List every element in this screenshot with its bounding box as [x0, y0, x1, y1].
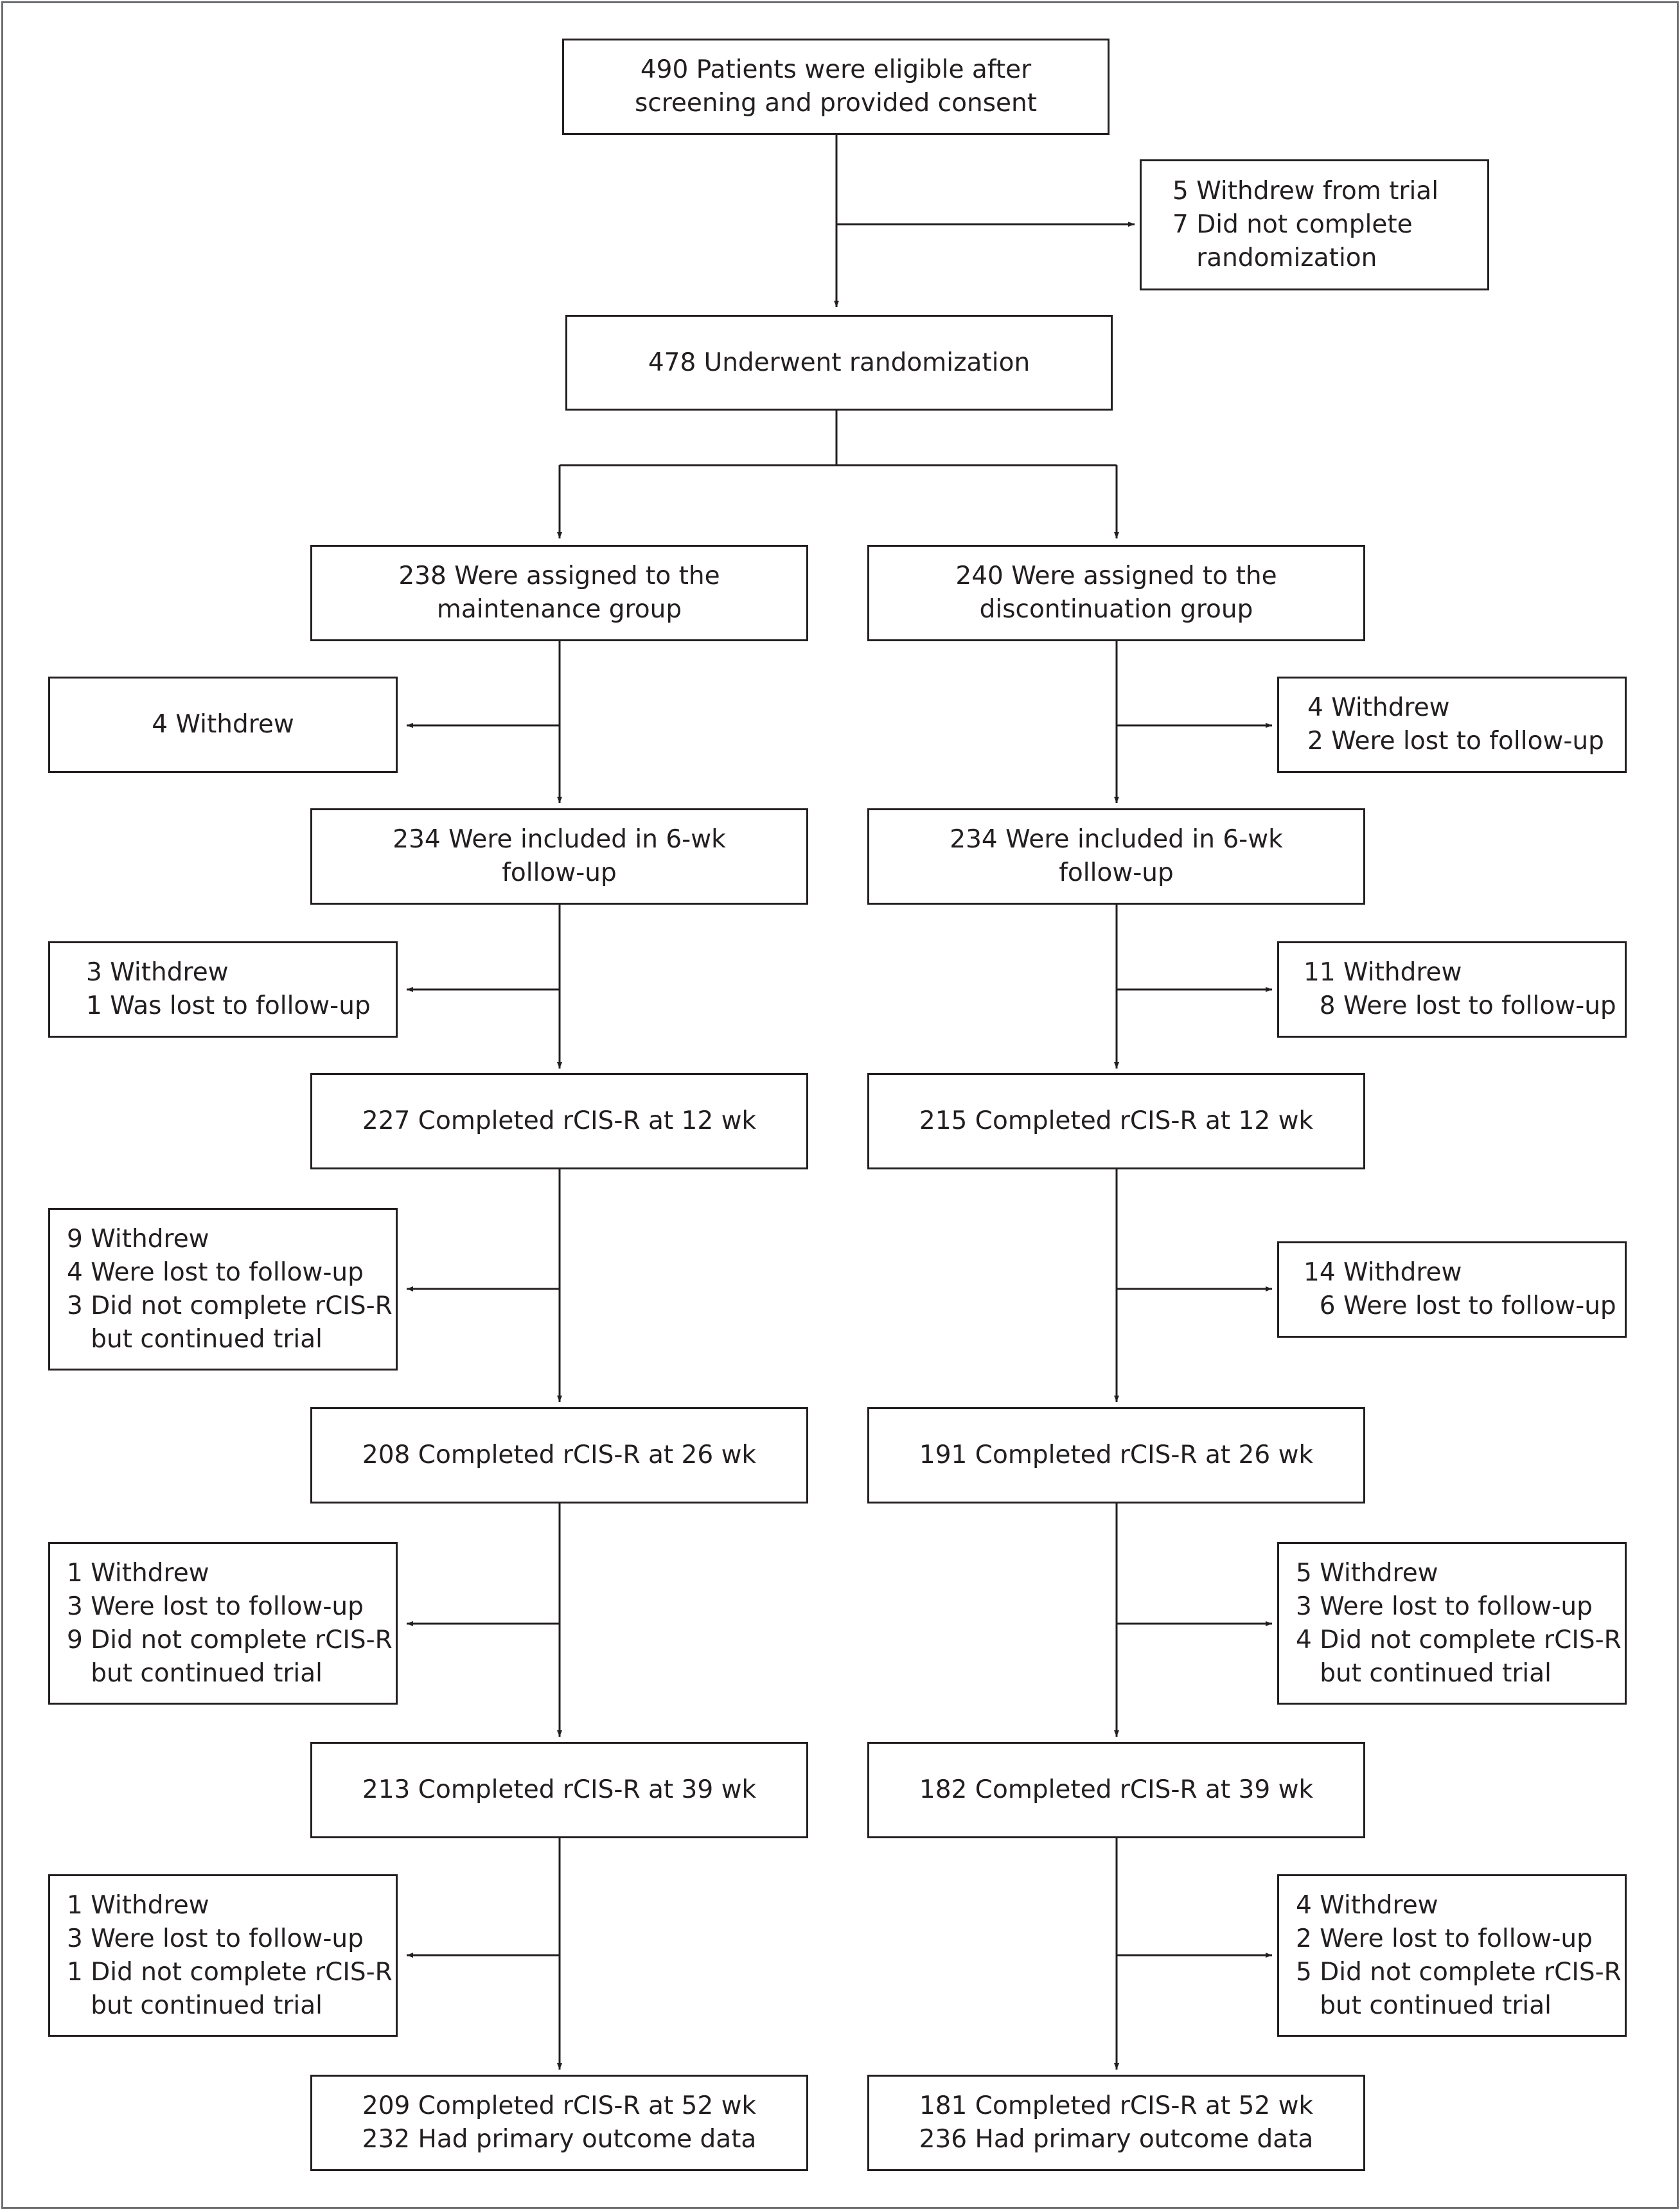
m-excl-4-line-3: 9 Did not complete rCIS-R — [67, 1625, 393, 1655]
m-6wk-line-2: follow-up — [502, 858, 617, 887]
d-6wk-line-1: 234 Were included in 6-wk — [950, 825, 1283, 854]
m-excl-1-line-1: 4 Withdrew — [152, 710, 294, 739]
d-excl-4-line-1: 5 Withdrew — [1296, 1558, 1438, 1588]
m-39wk-line-1: 213 Completed rCIS-R at 39 wk — [362, 1775, 757, 1804]
discontinuation-26wk-box: 191 Completed rCIS-R at 26 wk — [867, 1407, 1365, 1504]
d-excl-1-line-1: 4 Withdrew — [1307, 693, 1450, 722]
d-excl-1-line-2: 2 Were lost to follow-up — [1307, 727, 1604, 756]
d-26wk-line-1: 191 Completed rCIS-R at 26 wk — [919, 1441, 1314, 1469]
d-excl-4-line-4: but continued trial — [1296, 1658, 1552, 1688]
d-excl-5-line-1: 4 Withdrew — [1296, 1890, 1438, 1920]
m-excl-2-line-2: 1 Was lost to follow-up — [86, 991, 371, 1020]
m-6wk-line-1: 234 Were included in 6-wk — [393, 825, 726, 854]
m-excl-5-line-2: 3 Were lost to follow-up — [67, 1924, 364, 1953]
m-excl-4-line-2: 3 Were lost to follow-up — [67, 1592, 364, 1621]
d-6wk-line-2: follow-up — [1059, 858, 1174, 887]
m-excl-4-line-1: 1 Withdrew — [67, 1558, 209, 1588]
d-excl-5-line-4: but continued trial — [1296, 1991, 1552, 2020]
randomized-box: 478 Underwent randomization — [565, 315, 1113, 411]
d-39wk-line-1: 182 Completed rCIS-R at 39 wk — [919, 1775, 1314, 1804]
m-excl-3-line-2: 4 Were lost to follow-up — [67, 1257, 364, 1287]
discontinuation-excluded-3-box: 14 Withdrew 6 Were lost to follow-up — [1277, 1241, 1627, 1338]
d-excl-2-line-2: 8 Were lost to follow-up — [1304, 991, 1616, 1020]
d-assigned-line-1: 240 Were assigned to the — [955, 562, 1277, 590]
m-excl-4-line-4: but continued trial — [67, 1658, 323, 1688]
pre-randomization-exclusion-box: 5 Withdrew from trial 7 Did not complete… — [1140, 159, 1489, 290]
discontinuation-excluded-4-box: 5 Withdrew 3 Were lost to follow-up 4 Di… — [1277, 1542, 1627, 1705]
m-52wk-line-2: 232 Had primary outcome data — [362, 2125, 757, 2154]
maintenance-excluded-3-box: 9 Withdrew 4 Were lost to follow-up 3 Di… — [48, 1208, 398, 1371]
m-excl-5-line-3: 1 Did not complete rCIS-R — [67, 1957, 393, 1987]
maintenance-6wk-box: 234 Were included in 6-wk follow-up — [310, 808, 808, 905]
pre-exclusion-line-1: 5 Withdrew from trial — [1172, 177, 1439, 206]
maintenance-excluded-5-box: 1 Withdrew 3 Were lost to follow-up 1 Di… — [48, 1874, 398, 2037]
m-12wk-line-1: 227 Completed rCIS-R at 12 wk — [362, 1106, 757, 1135]
m-excl-3-line-3: 3 Did not complete rCIS-R — [67, 1291, 393, 1320]
d-excl-3-line-1: 14 Withdrew — [1304, 1258, 1462, 1287]
d-excl-5-line-2: 2 Were lost to follow-up — [1296, 1924, 1593, 1953]
m-assigned-line-1: 238 Were assigned to the — [398, 562, 720, 590]
maintenance-assigned-box: 238 Were assigned to the maintenance gro… — [310, 545, 808, 641]
maintenance-26wk-box: 208 Completed rCIS-R at 26 wk — [310, 1407, 808, 1504]
enrollment-line-2: screening and provided consent — [634, 89, 1038, 118]
maintenance-52wk-box: 209 Completed rCIS-R at 52 wk 232 Had pr… — [310, 2075, 808, 2171]
d-52wk-line-2: 236 Had primary outcome data — [919, 2125, 1314, 2154]
discontinuation-assigned-box: 240 Were assigned to the discontinuation… — [867, 545, 1365, 641]
m-excl-3-line-1: 9 Withdrew — [67, 1224, 209, 1254]
m-excl-5-line-4: but continued trial — [67, 1991, 323, 2020]
discontinuation-excluded-1-box: 4 Withdrew 2 Were lost to follow-up — [1277, 677, 1627, 773]
d-excl-2-line-1: 11 Withdrew — [1304, 958, 1462, 987]
discontinuation-excluded-2-box: 11 Withdrew 8 Were lost to follow-up — [1277, 941, 1627, 1038]
d-12wk-line-1: 215 Completed rCIS-R at 12 wk — [919, 1106, 1314, 1135]
discontinuation-52wk-box: 181 Completed rCIS-R at 52 wk 236 Had pr… — [867, 2075, 1365, 2171]
m-excl-5-line-1: 1 Withdrew — [67, 1890, 209, 1920]
m-26wk-line-1: 208 Completed rCIS-R at 26 wk — [362, 1441, 757, 1469]
d-excl-5-line-3: 5 Did not complete rCIS-R — [1296, 1957, 1622, 1987]
discontinuation-39wk-box: 182 Completed rCIS-R at 39 wk — [867, 1742, 1365, 1838]
d-52wk-line-1: 181 Completed rCIS-R at 52 wk — [919, 2091, 1314, 2120]
enrollment-line-1: 490 Patients were eligible after — [640, 55, 1032, 84]
randomized-line-1: 478 Underwent randomization — [648, 348, 1030, 377]
m-excl-2-line-1: 3 Withdrew — [86, 958, 229, 987]
pre-exclusion-line-2: 7 Did not complete — [1172, 210, 1413, 239]
d-excl-4-line-2: 3 Were lost to follow-up — [1296, 1592, 1593, 1621]
m-excl-3-line-4: but continued trial — [67, 1324, 323, 1354]
enrollment-box: 490 Patients were eligible after screeni… — [562, 39, 1110, 135]
discontinuation-6wk-box: 234 Were included in 6-wk follow-up — [867, 808, 1365, 905]
maintenance-excluded-4-box: 1 Withdrew 3 Were lost to follow-up 9 Di… — [48, 1542, 398, 1705]
d-excl-3-line-2: 6 Were lost to follow-up — [1304, 1291, 1616, 1320]
maintenance-12wk-box: 227 Completed rCIS-R at 12 wk — [310, 1073, 808, 1169]
maintenance-39wk-box: 213 Completed rCIS-R at 39 wk — [310, 1742, 808, 1838]
pre-exclusion-line-3: randomization — [1172, 244, 1377, 272]
m-52wk-line-1: 209 Completed rCIS-R at 52 wk — [362, 2091, 757, 2120]
m-assigned-line-2: maintenance group — [436, 595, 682, 624]
d-excl-4-line-3: 4 Did not complete rCIS-R — [1296, 1625, 1622, 1655]
discontinuation-12wk-box: 215 Completed rCIS-R at 12 wk — [867, 1073, 1365, 1169]
maintenance-excluded-1-box: 4 Withdrew — [48, 677, 398, 773]
discontinuation-excluded-5-box: 4 Withdrew 2 Were lost to follow-up 5 Di… — [1277, 1874, 1627, 2037]
d-assigned-line-2: discontinuation group — [979, 595, 1253, 624]
maintenance-excluded-2-box: 3 Withdrew 1 Was lost to follow-up — [48, 941, 398, 1038]
